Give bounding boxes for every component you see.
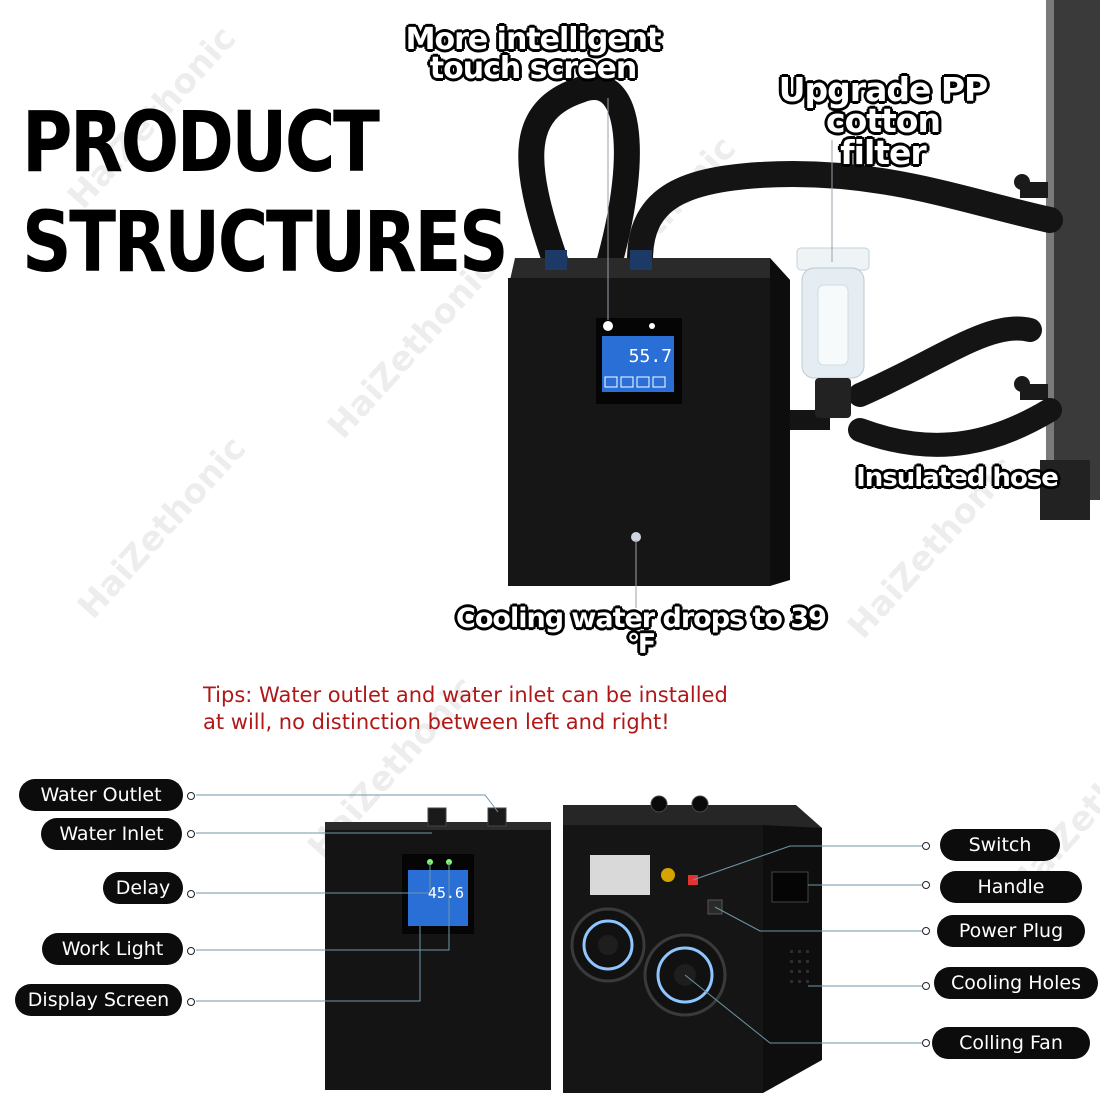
tips-line-2: at will, no distinction between left and…: [203, 710, 670, 734]
label-delay: Delay: [103, 872, 183, 904]
tub-edge: [1046, 0, 1054, 500]
leader-dot: [922, 982, 930, 990]
callout-cooling-temperature: Cooling water drops to 39 ℉: [456, 603, 827, 660]
label-power-plug: Power Plug: [937, 915, 1085, 947]
indicator-light: [603, 321, 613, 331]
label-handle: Handle: [940, 871, 1082, 903]
tips-line-1: Tips: Water outlet and water inlet can b…: [203, 683, 728, 707]
ice-tub: [1048, 0, 1100, 500]
installation-tips: Tips: Water outlet and water inlet can b…: [203, 682, 843, 736]
hose-to-tub-top: [627, 161, 1063, 273]
label-switch: Switch: [940, 829, 1060, 861]
front-fitting-inlet: [427, 807, 447, 827]
leader-dot: [922, 842, 930, 850]
label-cooling-holes: Cooling Holes: [934, 967, 1098, 999]
label-work-light: Work Light: [42, 933, 183, 965]
status-led: [631, 532, 641, 542]
front-fitting-outlet: [487, 807, 507, 827]
callout-filter-line-2: filter: [840, 132, 926, 172]
front-touch-screen: [408, 870, 468, 926]
label-water-outlet: Water Outlet: [19, 779, 183, 811]
hose-from-filter: [848, 316, 1042, 407]
leader-dot: [187, 998, 195, 1006]
callout-touch-screen-line-1: More intelligent: [405, 22, 662, 57]
leader-dot: [187, 947, 195, 955]
hose-return: [848, 398, 1062, 457]
top-product-illustration: [508, 0, 1100, 608]
callout-touch-screen-line-2: touch screen: [429, 50, 637, 86]
tub-frame: [1020, 182, 1048, 400]
back-unit-top: [563, 805, 822, 828]
front-display-reading: 45.6: [427, 884, 464, 902]
display-reading: 55.7: [628, 346, 672, 367]
spec-label: [590, 855, 650, 895]
callout-filter-line-1: Upgrade PP cotton: [778, 70, 988, 141]
leader-dot: [187, 830, 195, 838]
filter-cap: [796, 247, 870, 271]
back-unit-rear: [763, 825, 822, 1093]
leader-dot: [922, 881, 930, 889]
filter-pump: [815, 378, 851, 418]
callout-filter: Upgrade PP cotton filter: [718, 70, 1048, 172]
carry-handle: [771, 871, 809, 903]
tub-base: [1040, 460, 1090, 520]
callout-insulated-hose: Insulated hose: [856, 463, 1059, 493]
fitting-right: [630, 250, 652, 270]
headline-line-2: STRUCTURES: [22, 193, 509, 291]
leader-dot: [187, 890, 195, 898]
label-display-screen: Display Screen: [15, 984, 182, 1016]
chiller-side: [770, 258, 790, 586]
right-leader-lines: [684, 845, 925, 1044]
label-water-inlet: Water Inlet: [41, 818, 182, 850]
leader-dot: [187, 792, 195, 800]
touch-screen: [602, 336, 674, 392]
left-leader-lines: [196, 794, 499, 1002]
callout-touch-screen: More intelligent touch screen: [398, 22, 668, 86]
bottom-product-illustration: [196, 794, 925, 1093]
leader-dot: [922, 927, 930, 935]
headline-line-1: PRODUCT: [22, 93, 380, 191]
label-colling-fan: Colling Fan: [932, 1027, 1090, 1059]
cooling-holes: [790, 950, 809, 983]
hose-loop-left: [518, 74, 640, 273]
fitting-left: [545, 250, 567, 270]
leader-dot: [922, 1039, 930, 1047]
